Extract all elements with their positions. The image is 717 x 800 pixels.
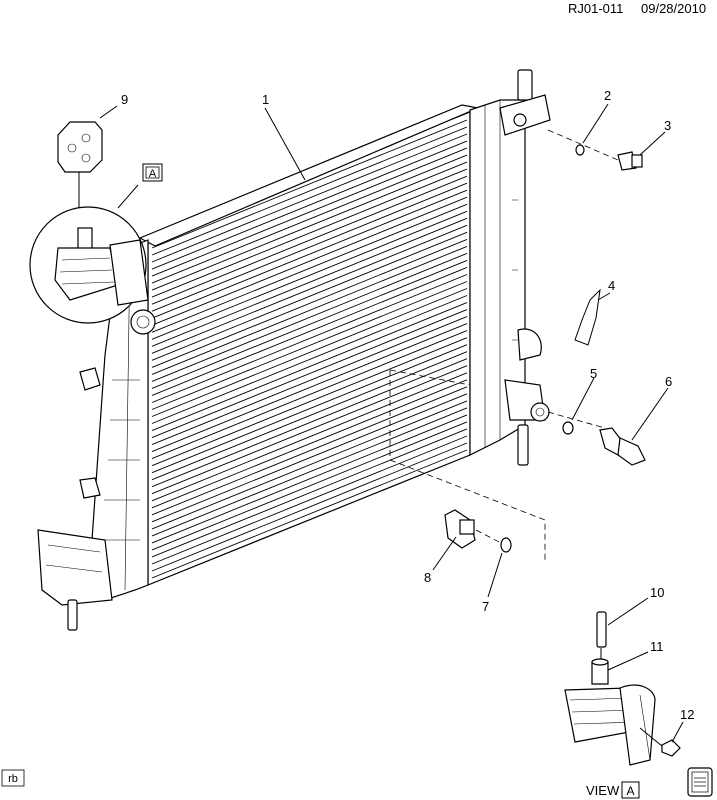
radiator-fin: [151, 295, 468, 424]
radiator-fin: [151, 288, 468, 417]
view-label-letter: A: [626, 784, 634, 798]
radiator-fin: [151, 140, 468, 270]
view-marker-letter: A: [149, 168, 157, 180]
radiator-fin: [151, 154, 468, 284]
radiator-fin: [151, 309, 468, 439]
radiator-fin: [151, 203, 468, 333]
radiator-fin: [151, 281, 468, 410]
radiator-fin: [151, 147, 468, 277]
document-date: 09/28/2010: [641, 1, 706, 16]
radiator-fin: [151, 189, 468, 319]
radiator-fin: [151, 217, 468, 347]
radiator-fin: [151, 231, 468, 361]
callout-11: 11: [650, 639, 664, 654]
radiator-fin: [151, 449, 468, 579]
callout-3: 3: [664, 118, 671, 133]
radiator-fin: [151, 428, 468, 558]
callout-10: 10: [650, 585, 664, 600]
radiator-fin: [151, 330, 468, 460]
radiator-fin: [151, 266, 468, 396]
radiator-fin: [151, 323, 468, 453]
radiator-fin: [151, 379, 468, 509]
radiator-fin: [151, 252, 468, 382]
callout-1: 1: [262, 92, 269, 107]
radiator-fin: [151, 407, 468, 537]
radiator-fin: [151, 372, 468, 502]
part-5-oring: [562, 421, 574, 435]
view-a-inset: [564, 611, 681, 766]
radiator-fin: [151, 351, 468, 481]
part-4-clip: [574, 288, 601, 346]
callout-8: 8: [424, 570, 431, 585]
radiator-fin: [151, 393, 468, 523]
radiator-fin: [151, 400, 468, 530]
leader-lines: [264, 103, 684, 743]
radiator-fin: [151, 365, 468, 495]
view-marker: A: [142, 163, 163, 182]
radiator-fin: [151, 182, 468, 312]
callout-7: 7: [482, 599, 489, 614]
radiator-fin: [151, 344, 468, 474]
radiator-fin: [151, 414, 468, 544]
svg-text:rb: rb: [8, 773, 18, 785]
radiator-fin: [151, 168, 468, 298]
radiator-fin: [151, 224, 468, 354]
radiator-fins: [151, 119, 468, 579]
callout-12: 12: [680, 707, 694, 722]
part-9-cap: [57, 121, 103, 210]
document-id: RJ01-011: [568, 1, 623, 16]
radiator-fin: [151, 238, 468, 368]
view-label-text: VIEW: [586, 783, 620, 798]
callout-labels: 1 2 3 4 5 6 7 8 9 10 11 12: [121, 88, 694, 722]
left-tank: [37, 239, 156, 631]
radiator-fin: [151, 316, 468, 446]
radiator-fin: [151, 119, 468, 249]
radiator-fin: [151, 161, 468, 291]
callout-5: 5: [590, 366, 597, 381]
callout-4: 4: [608, 278, 615, 293]
radiator-fin: [151, 302, 468, 432]
radiator-fin: [151, 421, 468, 551]
author-tag: rb: [1, 769, 25, 787]
radiator-fin: [151, 196, 468, 326]
callout-6: 6: [665, 374, 672, 389]
detail-view-circle: [29, 184, 149, 324]
radiator-fin: [151, 175, 468, 305]
radiator-fin: [151, 274, 468, 403]
part-3-bolt: [617, 151, 643, 171]
view-label: VIEW A: [586, 781, 640, 799]
right-tank: [469, 69, 551, 466]
radiator-fin: [151, 133, 468, 263]
callout-9: 9: [121, 92, 128, 107]
callout-2: 2: [604, 88, 611, 103]
radiator-fin: [151, 210, 468, 340]
radiator-fin: [151, 435, 468, 565]
radiator-fin: [151, 259, 468, 389]
manual-book-icon: [687, 767, 713, 797]
part-2-oring: [575, 144, 585, 156]
part-8-drain-plug: [444, 509, 476, 549]
radiator-fin: [151, 337, 468, 467]
radiator-fin: [151, 358, 468, 488]
radiator-fin: [151, 386, 468, 516]
radiator-fin: [151, 245, 468, 375]
radiator-assembly: [37, 69, 551, 631]
part-7-oring: [500, 537, 512, 553]
part-6-sensor: [599, 427, 646, 466]
radiator-fin: [151, 126, 468, 256]
radiator-fin: [151, 442, 468, 572]
